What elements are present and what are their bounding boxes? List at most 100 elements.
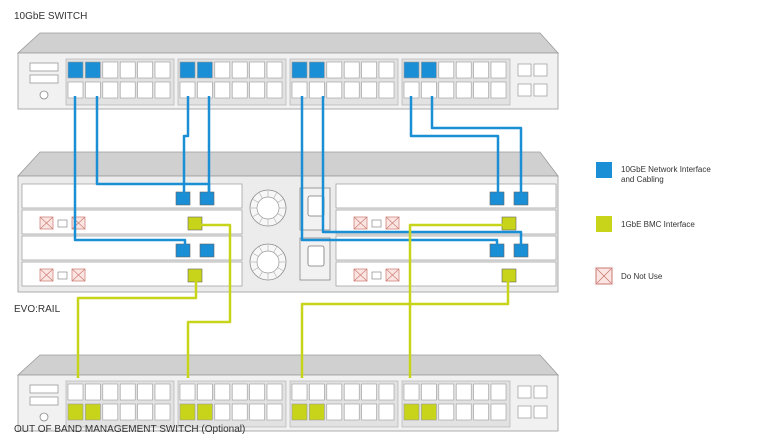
top-switch-port — [231, 81, 248, 99]
oob-switch-port — [343, 383, 360, 401]
node-10gbe-port — [199, 243, 215, 258]
top-switch-port — [154, 61, 171, 79]
node-10gbe-port — [199, 191, 215, 206]
node-lower-bay — [335, 209, 557, 235]
oob-switch-port — [85, 403, 101, 421]
node-bmc-port — [187, 216, 203, 231]
node-bmc-port — [501, 216, 517, 231]
oob-switch-port — [421, 403, 437, 421]
appliance-label: EVO:RAIL — [14, 304, 61, 315]
oob-switch-port — [490, 383, 507, 401]
fan-blade — [253, 253, 259, 257]
top-switch-port — [361, 81, 377, 99]
oob-switch-port — [231, 383, 248, 401]
oob-switch-port — [197, 403, 213, 421]
oob-switch-port — [154, 383, 171, 401]
top-switch-port — [85, 61, 101, 79]
top-switch-port — [197, 61, 213, 79]
fan-blade — [253, 213, 259, 217]
oob-switch-port — [119, 403, 136, 421]
oob-switch-port — [266, 403, 283, 421]
oob-switch-sfp-slot — [533, 405, 548, 419]
top-switch-port — [361, 61, 377, 79]
oob-switch-port — [326, 403, 343, 421]
oob-switch-port — [214, 403, 231, 421]
oob-switch-port — [119, 383, 136, 401]
oob-switch-port — [249, 403, 265, 421]
legend-green-swatch — [596, 216, 612, 232]
top-switch-port — [438, 81, 455, 99]
oob-switch-port — [361, 383, 377, 401]
top-switch-port — [119, 81, 136, 99]
top-switch-port — [291, 81, 308, 99]
cable-10gbe — [409, 96, 500, 196]
top-switch-port — [326, 81, 343, 99]
top-switch-port — [455, 61, 472, 79]
network-symbol-icon — [57, 271, 68, 280]
top-switch-slot — [29, 62, 59, 72]
network-symbol-icon — [371, 219, 382, 228]
legend-do-not-use-label: Do Not Use — [621, 272, 663, 281]
top-switch-port — [403, 61, 420, 79]
top-switch-port — [438, 61, 455, 79]
fan-blade — [253, 267, 259, 271]
top-switch-port — [291, 61, 308, 79]
oob-switch-port — [421, 383, 437, 401]
top-switch-port — [421, 81, 437, 99]
oob-switch-port — [378, 383, 395, 401]
fan-blade — [273, 193, 277, 199]
legend-blue-swatch — [596, 162, 612, 178]
cable-bmc — [186, 223, 232, 378]
top-switch-sfp-slot — [517, 63, 532, 77]
oob-switch-port — [309, 383, 325, 401]
appliance-top-face — [17, 151, 559, 177]
fan-blade — [273, 271, 277, 277]
oob-switch-port — [85, 383, 101, 401]
top-switch-port — [343, 81, 360, 99]
top-switch-port — [67, 61, 84, 79]
oob-switch-power-led — [39, 412, 49, 422]
top-switch-port — [343, 61, 360, 79]
top-switch-port — [197, 81, 213, 99]
oob-switch-port — [438, 383, 455, 401]
oob-switch-port — [291, 403, 308, 421]
node-2 — [21, 235, 243, 287]
do-not-use-x-icon — [595, 267, 613, 285]
cable-10gbe — [182, 96, 190, 196]
node-3 — [335, 183, 557, 235]
oob-switch-top-face — [16, 354, 559, 376]
top-switch-port — [179, 61, 196, 79]
oob-switch-port — [197, 383, 213, 401]
top-switch-sfp-slot — [517, 83, 532, 97]
oob-switch-sfp-slot — [517, 385, 532, 399]
oob-switch-port — [102, 383, 119, 401]
oob-switch-slot — [29, 396, 59, 406]
fan-blade — [273, 247, 277, 253]
top-switch-port — [490, 81, 507, 99]
oob-switch-port — [102, 403, 119, 421]
oob-switch-sfp-slot — [517, 405, 532, 419]
do-not-use-x-line — [39, 216, 54, 230]
oob-switch-port — [249, 383, 265, 401]
top-switch-port — [214, 61, 231, 79]
top-switch-port — [154, 81, 171, 99]
do-not-use-x-line — [353, 268, 368, 282]
oob-switch-port — [266, 383, 283, 401]
node-lower-bay — [335, 261, 557, 287]
do-not-use-x-line — [385, 268, 400, 282]
oob-switch-port — [455, 383, 472, 401]
fan-blade — [277, 213, 283, 217]
top-switch-port — [378, 81, 395, 99]
do-not-use-x-line — [71, 268, 86, 282]
oob-switch-port — [473, 403, 489, 421]
oob-switch — [16, 354, 559, 432]
oob-switch-slot — [29, 384, 59, 394]
fan-blade — [277, 267, 283, 271]
cable-bmc — [300, 278, 510, 378]
oob-switch-port — [137, 383, 153, 401]
fan-hub — [256, 196, 280, 220]
do-not-use-x-line — [385, 216, 400, 230]
network-symbol-icon — [371, 271, 382, 280]
evo-rail-appliance — [17, 151, 559, 293]
power-socket-icon — [307, 195, 325, 217]
